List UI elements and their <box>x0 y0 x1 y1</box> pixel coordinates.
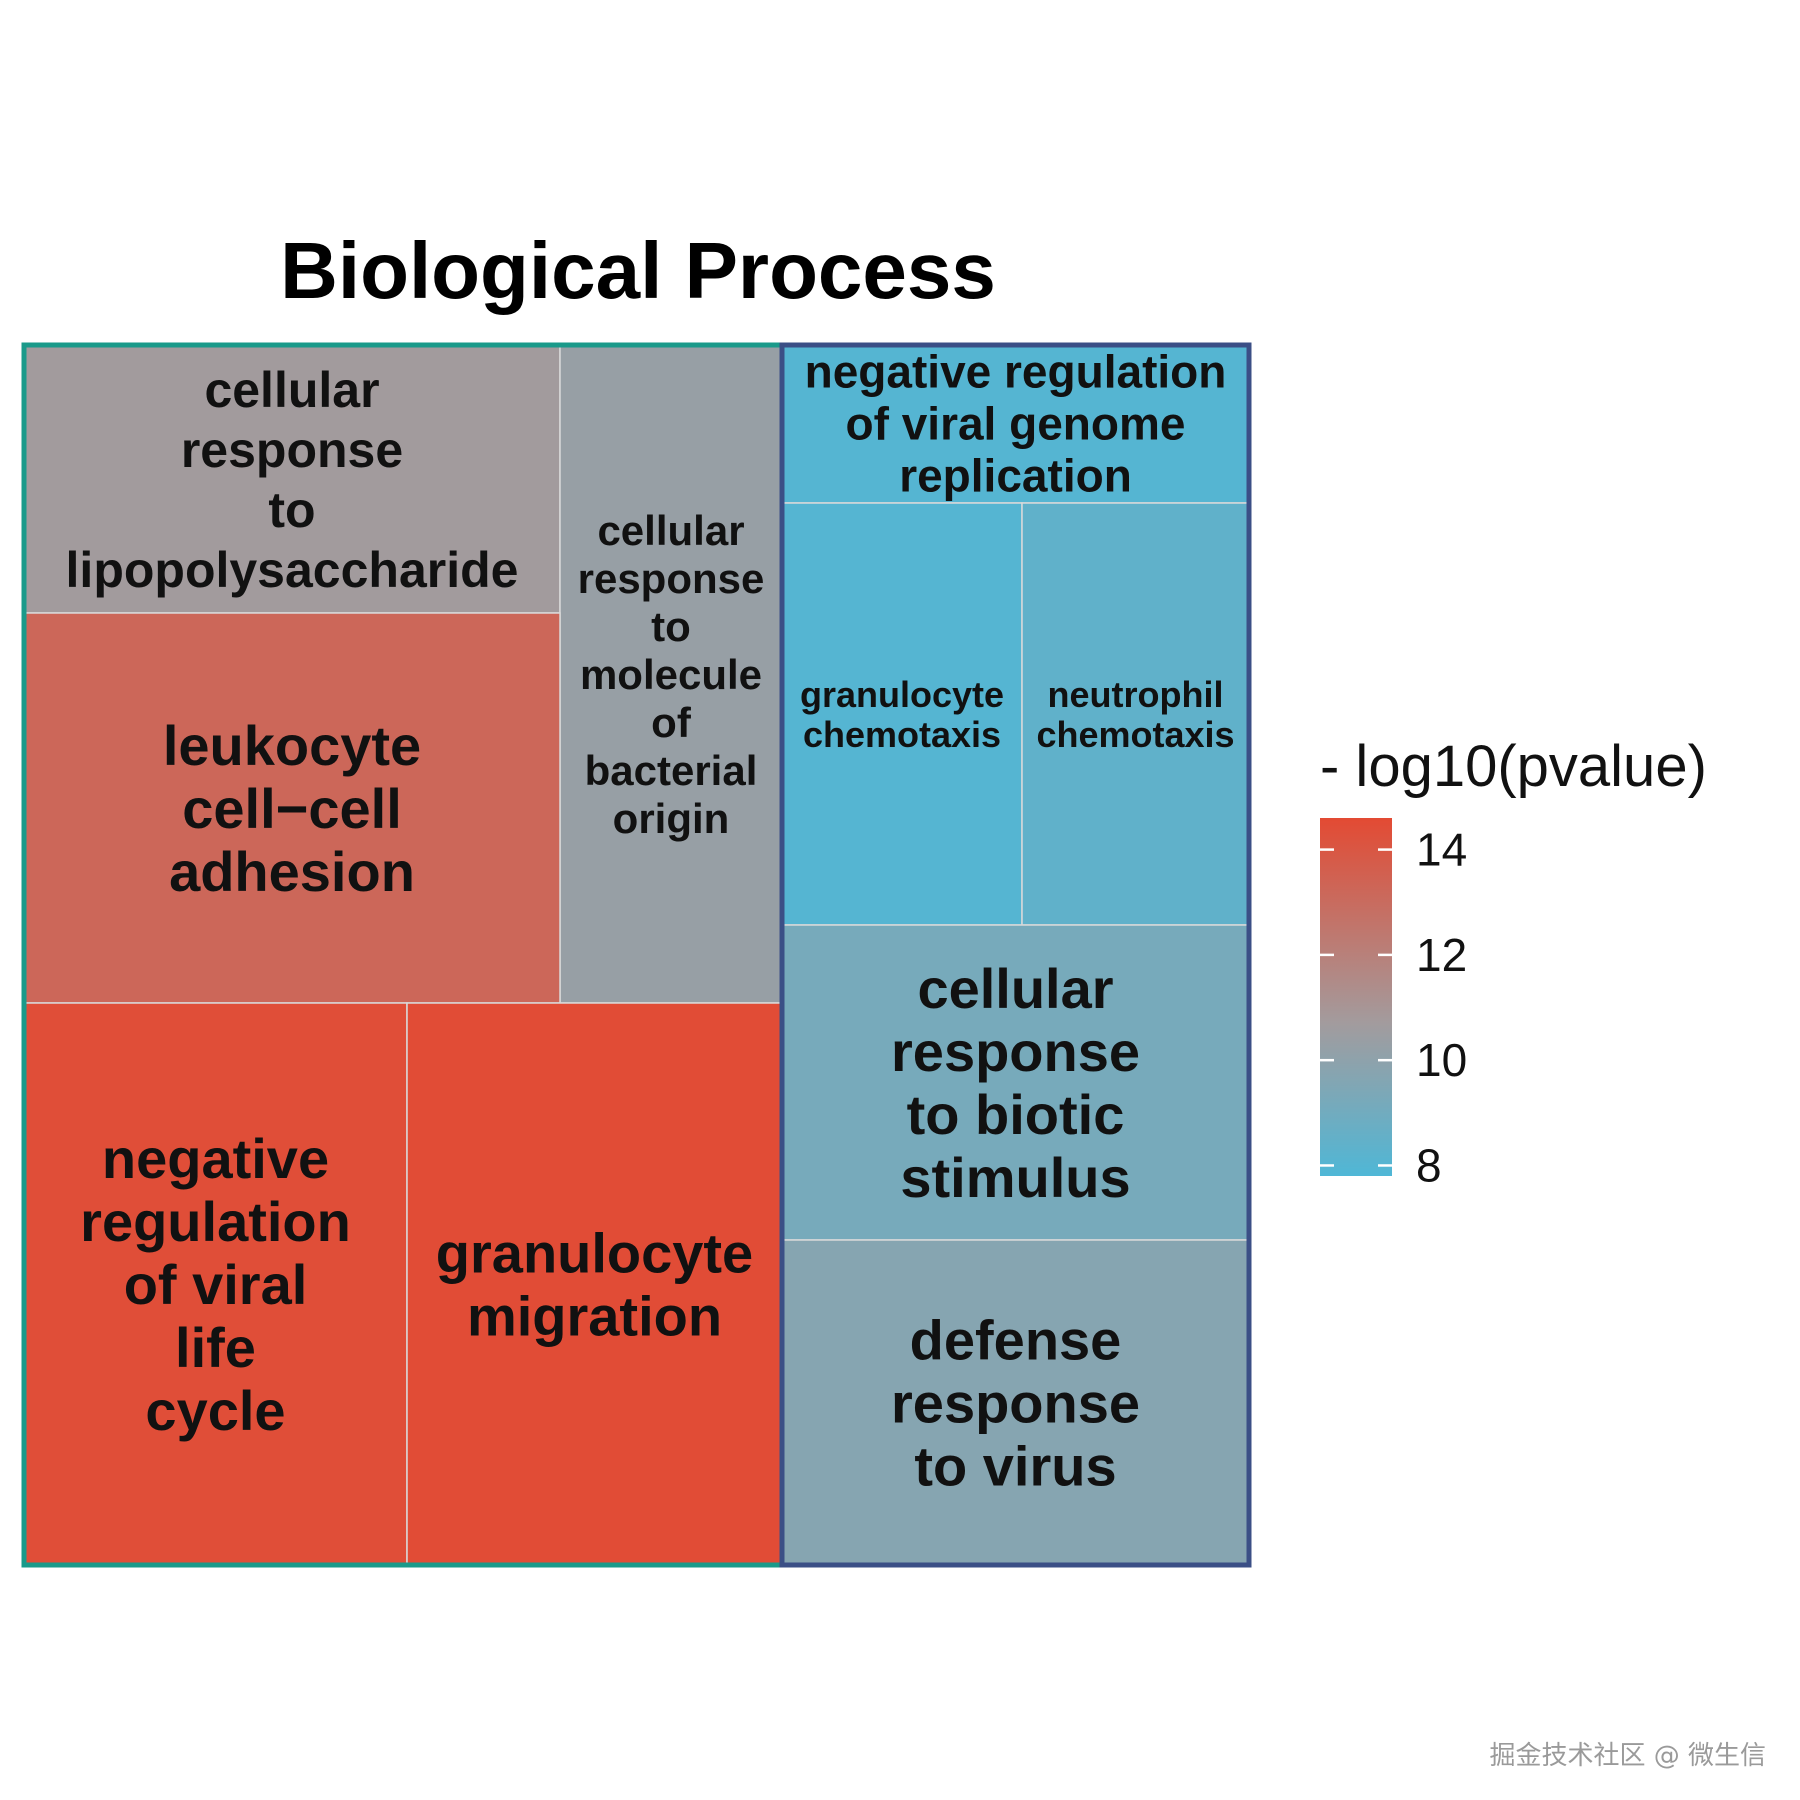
tile-label-line: lipopolysaccharide <box>66 542 519 598</box>
tile-label-line: negative <box>102 1127 329 1190</box>
tile-label-line: neutrophil <box>1048 674 1224 715</box>
tile-label-line: response <box>578 555 765 602</box>
tile-label-line: life <box>175 1316 256 1379</box>
tile-label-line: cell−cell <box>182 777 402 840</box>
tile-label-line: origin <box>613 795 730 842</box>
legend-ticks: 8 10 12 14 <box>1320 824 1467 1191</box>
treemap-tile <box>23 1002 408 1566</box>
tile-label-line: granulocyte <box>800 674 1004 715</box>
treemap-tile <box>559 344 783 1004</box>
tile-label-line: replication <box>899 450 1132 502</box>
treemap-tiles <box>23 344 1250 1566</box>
tile-label-line: to <box>651 603 691 650</box>
tile-label-line: chemotaxis <box>803 714 1001 755</box>
color-legend: - log10(pvalue) 8 10 12 14 <box>1320 734 1707 1191</box>
tile-label-line: to <box>268 482 315 538</box>
tile-label-line: of viral genome <box>846 398 1186 450</box>
tile-label-line: regulation <box>80 1190 351 1253</box>
group-border <box>779 342 1252 1568</box>
treemap-tile <box>23 344 561 614</box>
treemap-tile <box>23 612 561 1004</box>
legend-title: - log10(pvalue) <box>1320 734 1707 799</box>
tile-label-line: cellular <box>597 507 744 554</box>
tile-label-line: cellular <box>917 957 1113 1020</box>
legend-tick-label: 14 <box>1416 824 1467 876</box>
tile-label-line: cellular <box>204 362 379 418</box>
tile-label-line: chemotaxis <box>1036 714 1234 755</box>
tile-label-line: to biotic <box>907 1083 1125 1146</box>
tile-label-line: molecule <box>580 651 762 698</box>
tile-label-line: bacterial <box>585 747 758 794</box>
legend-tick-label: 8 <box>1416 1139 1442 1191</box>
legend-colorbar <box>1320 818 1392 1176</box>
tile-label-line: leukocyte <box>163 714 421 777</box>
tile-label-line: response <box>181 422 403 478</box>
treemap-tile <box>781 502 1023 926</box>
tile-label-line: stimulus <box>900 1146 1130 1209</box>
tile-label-line: negative regulation <box>805 346 1227 398</box>
tile-label-line: of <box>651 699 692 746</box>
tile-label-line: response <box>891 1372 1140 1435</box>
tile-label-line: migration <box>467 1285 722 1348</box>
chart-title: Biological Process <box>280 226 996 315</box>
watermark: 掘金技术社区 @ 微生信 <box>1489 1741 1766 1771</box>
tile-label-line: adhesion <box>169 840 415 903</box>
tile-label-line: response <box>891 1020 1140 1083</box>
legend-tick-label: 12 <box>1416 929 1467 981</box>
group-borders <box>21 342 1252 1568</box>
treemap-tile <box>781 1239 1250 1566</box>
tile-label-line: of viral <box>124 1253 308 1316</box>
tile-label-line: cycle <box>145 1379 285 1442</box>
treemap-tile <box>406 1002 783 1566</box>
tile-label-line: defense <box>910 1309 1122 1372</box>
legend-tick-label: 10 <box>1416 1034 1467 1086</box>
treemap-tile <box>781 344 1250 504</box>
treemap-tile <box>1021 502 1250 926</box>
tile-label-line: granulocyte <box>436 1222 753 1285</box>
tile-label-line: to virus <box>914 1435 1116 1498</box>
